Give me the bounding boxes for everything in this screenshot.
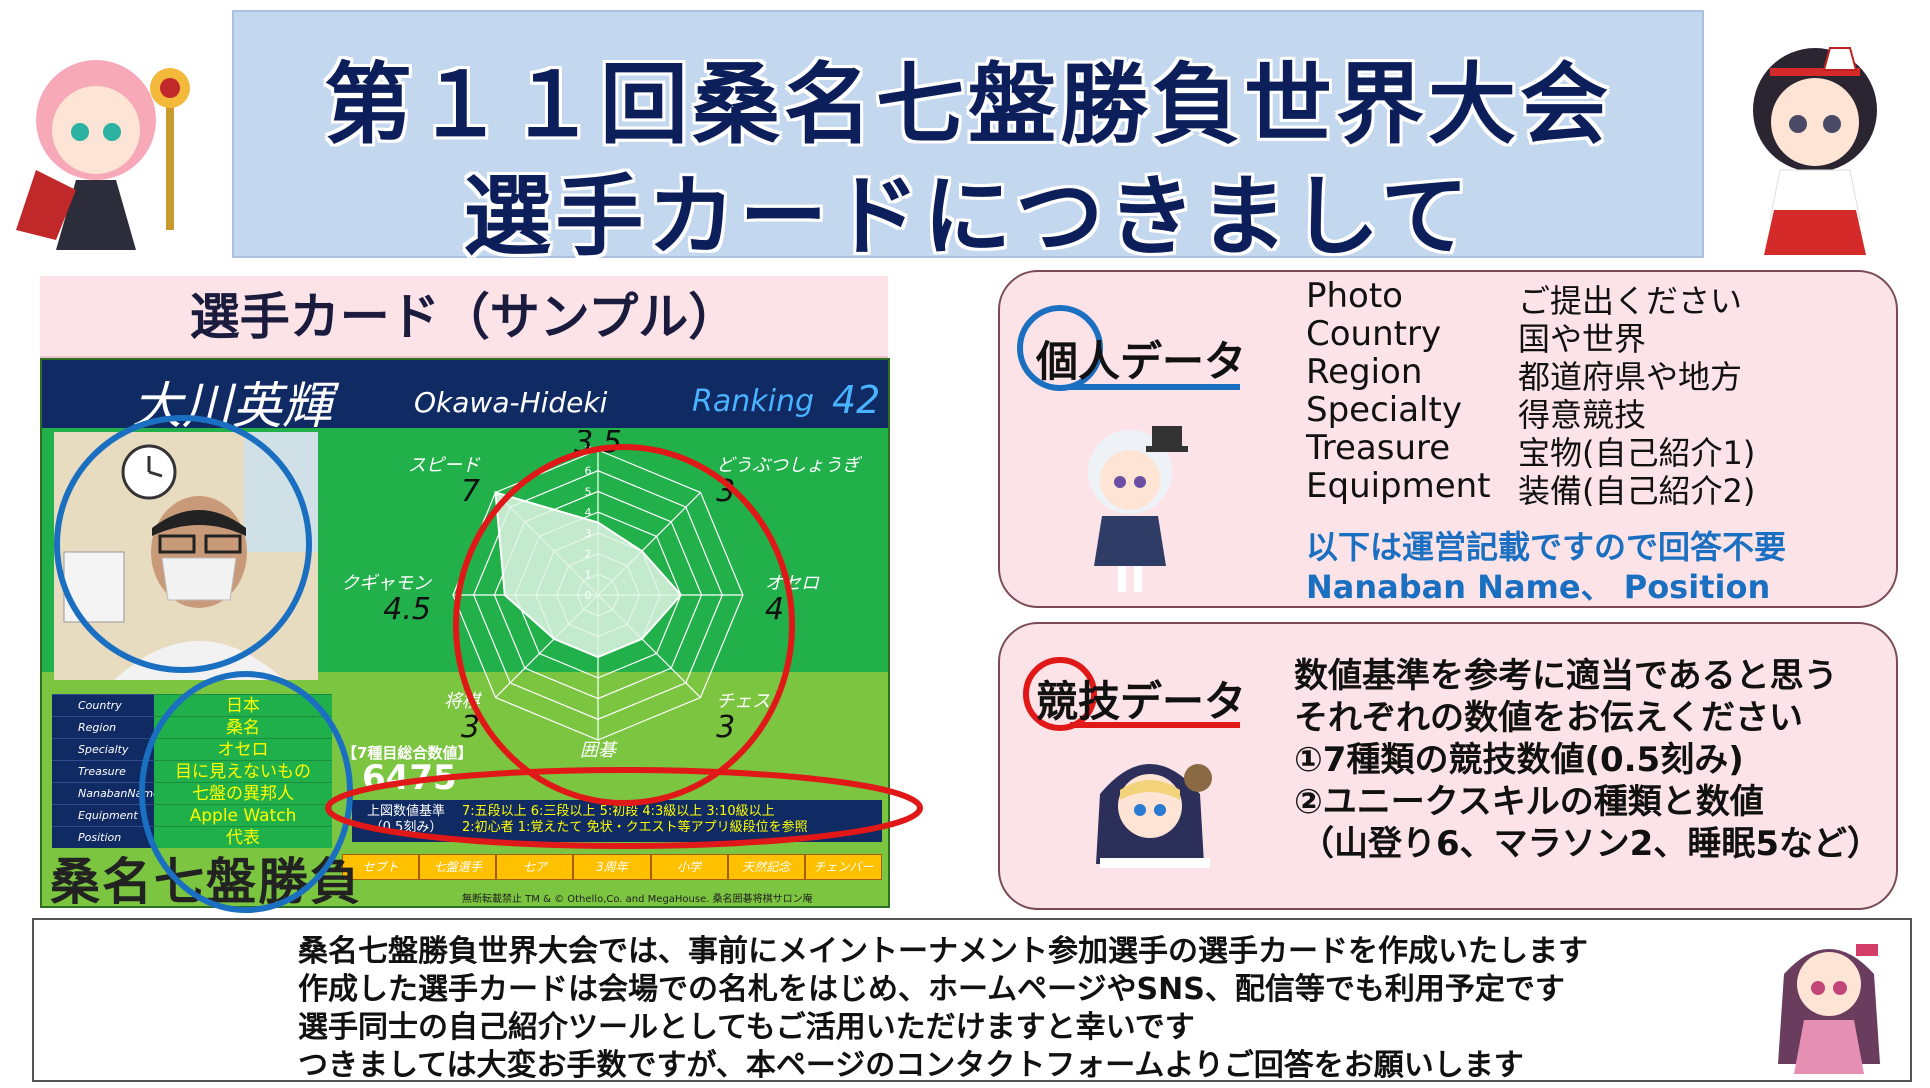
field-en-equipment: Equipment: [1306, 466, 1491, 506]
skill-instruction-line: 数値基準を参考に適当であると思う: [1294, 656, 1838, 696]
info-label-specialty: Specialty: [52, 738, 154, 760]
bottom-message-line: 桑名七盤勝負世界大会では、事前にメイントーナメント参加選手の選手カードを作成いた…: [298, 934, 1588, 969]
skill-cell: 小学: [650, 854, 728, 880]
field-jp-photo: ご提出ください: [1518, 282, 1743, 320]
field-jp-equipment: 装備(自己紹介2): [1518, 472, 1756, 510]
sample-card-label: 選手カード（サンプル）: [40, 276, 888, 358]
scale-criteria-line1: 7:五段以上 6:三段以上 5:初段 4:3級以上 3:10級以上: [462, 804, 775, 819]
info-label-country: Country: [52, 694, 154, 716]
mascot-shrine-girl-icon: [1710, 30, 1920, 260]
field-en-region: Region: [1306, 352, 1423, 392]
bottom-message-line: 選手同士の自己紹介ツールとしてもご活用いただけますと幸いです: [298, 1010, 1195, 1045]
info-label-treasure: Treasure: [52, 760, 154, 782]
card-logo: 桑名七盤勝負: [50, 853, 362, 908]
skill-instruction-line: （山登り6、マラソン2、睡眠5など）: [1300, 824, 1881, 864]
operator-note-line2: Nanaban Name、 Position: [1306, 568, 1771, 606]
bottom-message-box: 桑名七盤勝負世界大会では、事前にメイントーナメント参加選手の選手カードを作成いた…: [32, 918, 1912, 1083]
skill-instruction-line: それぞれの数値をお伝えください: [1294, 698, 1803, 738]
info-value-country: 日本: [154, 694, 332, 716]
info-value-equipment: Apple Watch: [154, 804, 332, 826]
scale-criteria-box: 上図数値基準 （0.5刻み） 7:五段以上 6:三段以上 5:初段 4:3級以上…: [352, 800, 882, 842]
skill-cell: 七盤選手: [419, 854, 497, 880]
mascot-nun-girl-icon: [1080, 734, 1230, 884]
skill-cell: 天然記念: [727, 854, 805, 880]
field-jp-region: 都道府県や地方: [1518, 358, 1743, 396]
field-en-specialty: Specialty: [1306, 390, 1462, 430]
field-jp-specialty: 得意競技: [1518, 396, 1647, 434]
total-score-label: 【7種目総合数値】: [342, 744, 473, 762]
info-value-specialty: オセロ: [154, 738, 332, 760]
mascot-purple-hair-girl-icon: [1764, 924, 1894, 1080]
operator-note-line1: 以下は運営記載ですので回答不要: [1306, 528, 1787, 566]
skill-cell: 3周年: [573, 854, 651, 880]
info-value-region: 桑名: [154, 716, 332, 738]
skill-cell: セブト: [342, 854, 420, 880]
skill-cell: チェンバー: [804, 854, 882, 880]
mascot-white-hair-girl-icon: [1068, 416, 1198, 596]
info-label-region: Region: [52, 716, 154, 738]
personal-data-panel: 個人データ Photo ご提出ください Country 国や世界 Region …: [998, 270, 1898, 608]
radar-axis-value: 3: [716, 474, 735, 509]
bottom-message-line: つきましては大変お手数ですが、本ページのコンタクトフォームよりご回答をお願いしま…: [298, 1048, 1524, 1083]
radar-axis-label: 将棋: [444, 691, 483, 712]
skill-instruction-line: ①7種類の競技数値(0.5刻み): [1294, 740, 1744, 780]
header-banner: 第１１回桑名七盤勝負世界大会 選手カードにつきまして: [232, 10, 1704, 268]
field-jp-country: 国や世界: [1518, 320, 1647, 358]
personal-heading-marker: [1017, 305, 1240, 391]
info-value-treasure: 目に見えないもの: [154, 760, 332, 782]
radar-axis-label: チェス: [716, 691, 770, 712]
card-player-roman-name: Okawa-Hideki: [414, 386, 608, 419]
radar-axis-label: 囲碁: [580, 740, 618, 760]
radar-axis-value: 4: [765, 592, 784, 627]
field-jp-treasure: 宝物(自己紹介1): [1518, 434, 1756, 472]
mascot-maid-girl-icon: [16, 40, 216, 260]
radar-tick-label: 5: [585, 485, 592, 498]
sample-player-card: 大川英輝 Okawa-Hideki Ranking 42 Country 日本 …: [40, 358, 890, 908]
skill-heading-marker: [1023, 657, 1240, 731]
radar-tick-label: 3: [585, 527, 592, 540]
radar-tick-label: 6: [585, 465, 592, 478]
info-label-position: Position: [52, 826, 154, 848]
card-ranking-label: Ranking: [692, 384, 815, 419]
skill-data-heading: 競技データ: [1036, 677, 1247, 726]
info-label-equipment: Equipment: [52, 804, 154, 826]
scale-criteria-line2: 2:初心者 1:覚えたて 免状・クエスト等アプリ級段位を参照: [462, 820, 808, 835]
skill-data-panel: 競技データ 数値基準を参考に適当であると思う それぞれの数値をお伝えください ①…: [998, 622, 1898, 910]
radar-axis-value: 3: [461, 710, 480, 745]
field-en-treasure: Treasure: [1306, 428, 1451, 468]
radar-axis-value: 3.5: [574, 430, 622, 460]
personal-data-heading: 個人データ: [1036, 337, 1247, 386]
radar-axis-label: どうぶつしょうぎ: [716, 455, 862, 476]
field-en-photo: Photo: [1306, 276, 1403, 316]
radar-axis-value: 3: [716, 710, 735, 745]
radar-tick-label: 1: [585, 568, 592, 581]
scale-criteria-label: 上図数値基準 （0.5刻み）: [366, 804, 445, 835]
info-label-nanaban-name: NanabanName: [52, 782, 160, 804]
scale-criteria-text: 7:五段以上 6:三段以上 5:初段 4:3級以上 3:10級以上 2:初心者 …: [462, 804, 808, 836]
player-photo: [54, 432, 318, 680]
page-title-line2: 選手カードにつきまして: [463, 165, 1473, 268]
card-ranking-value: 42: [832, 378, 881, 422]
radar-axis-label: オセロ: [765, 573, 820, 594]
bottom-message-line: 作成した選手カードは会場での名札をはじめ、ホームページやSNS、配信等でも利用予…: [298, 972, 1565, 1007]
radar-axis-value: 7: [461, 474, 480, 509]
radar-tick-label: 4: [585, 506, 592, 519]
radar-axis-label: バックギャモン: [342, 573, 432, 594]
total-score-value: 6475: [362, 758, 457, 798]
radar-tick-label: 0: [585, 589, 592, 602]
card-copyright: 無断転載禁止 TM & © Othello,Co. and MegaHouse.…: [462, 894, 813, 905]
radar-axis-label: スピード: [408, 455, 481, 476]
page-title-line1: 第１１回桑名七盤勝負世界大会: [323, 53, 1612, 156]
radar-axis-value: 4.5: [383, 592, 431, 627]
skill-bar: セブト 七盤選手 七ア 3周年 小学 天然記念 チェンバー: [342, 854, 882, 880]
field-en-country: Country: [1306, 314, 1442, 354]
info-value-nanaban-name: 七盤の異邦人: [154, 782, 332, 804]
radar-axis-value: 3: [588, 759, 607, 760]
radar-tick-label: 2: [585, 548, 592, 561]
skill-instruction-line: ②ユニークスキルの種類と数値: [1294, 782, 1764, 822]
skill-cell: 七ア: [496, 854, 574, 880]
